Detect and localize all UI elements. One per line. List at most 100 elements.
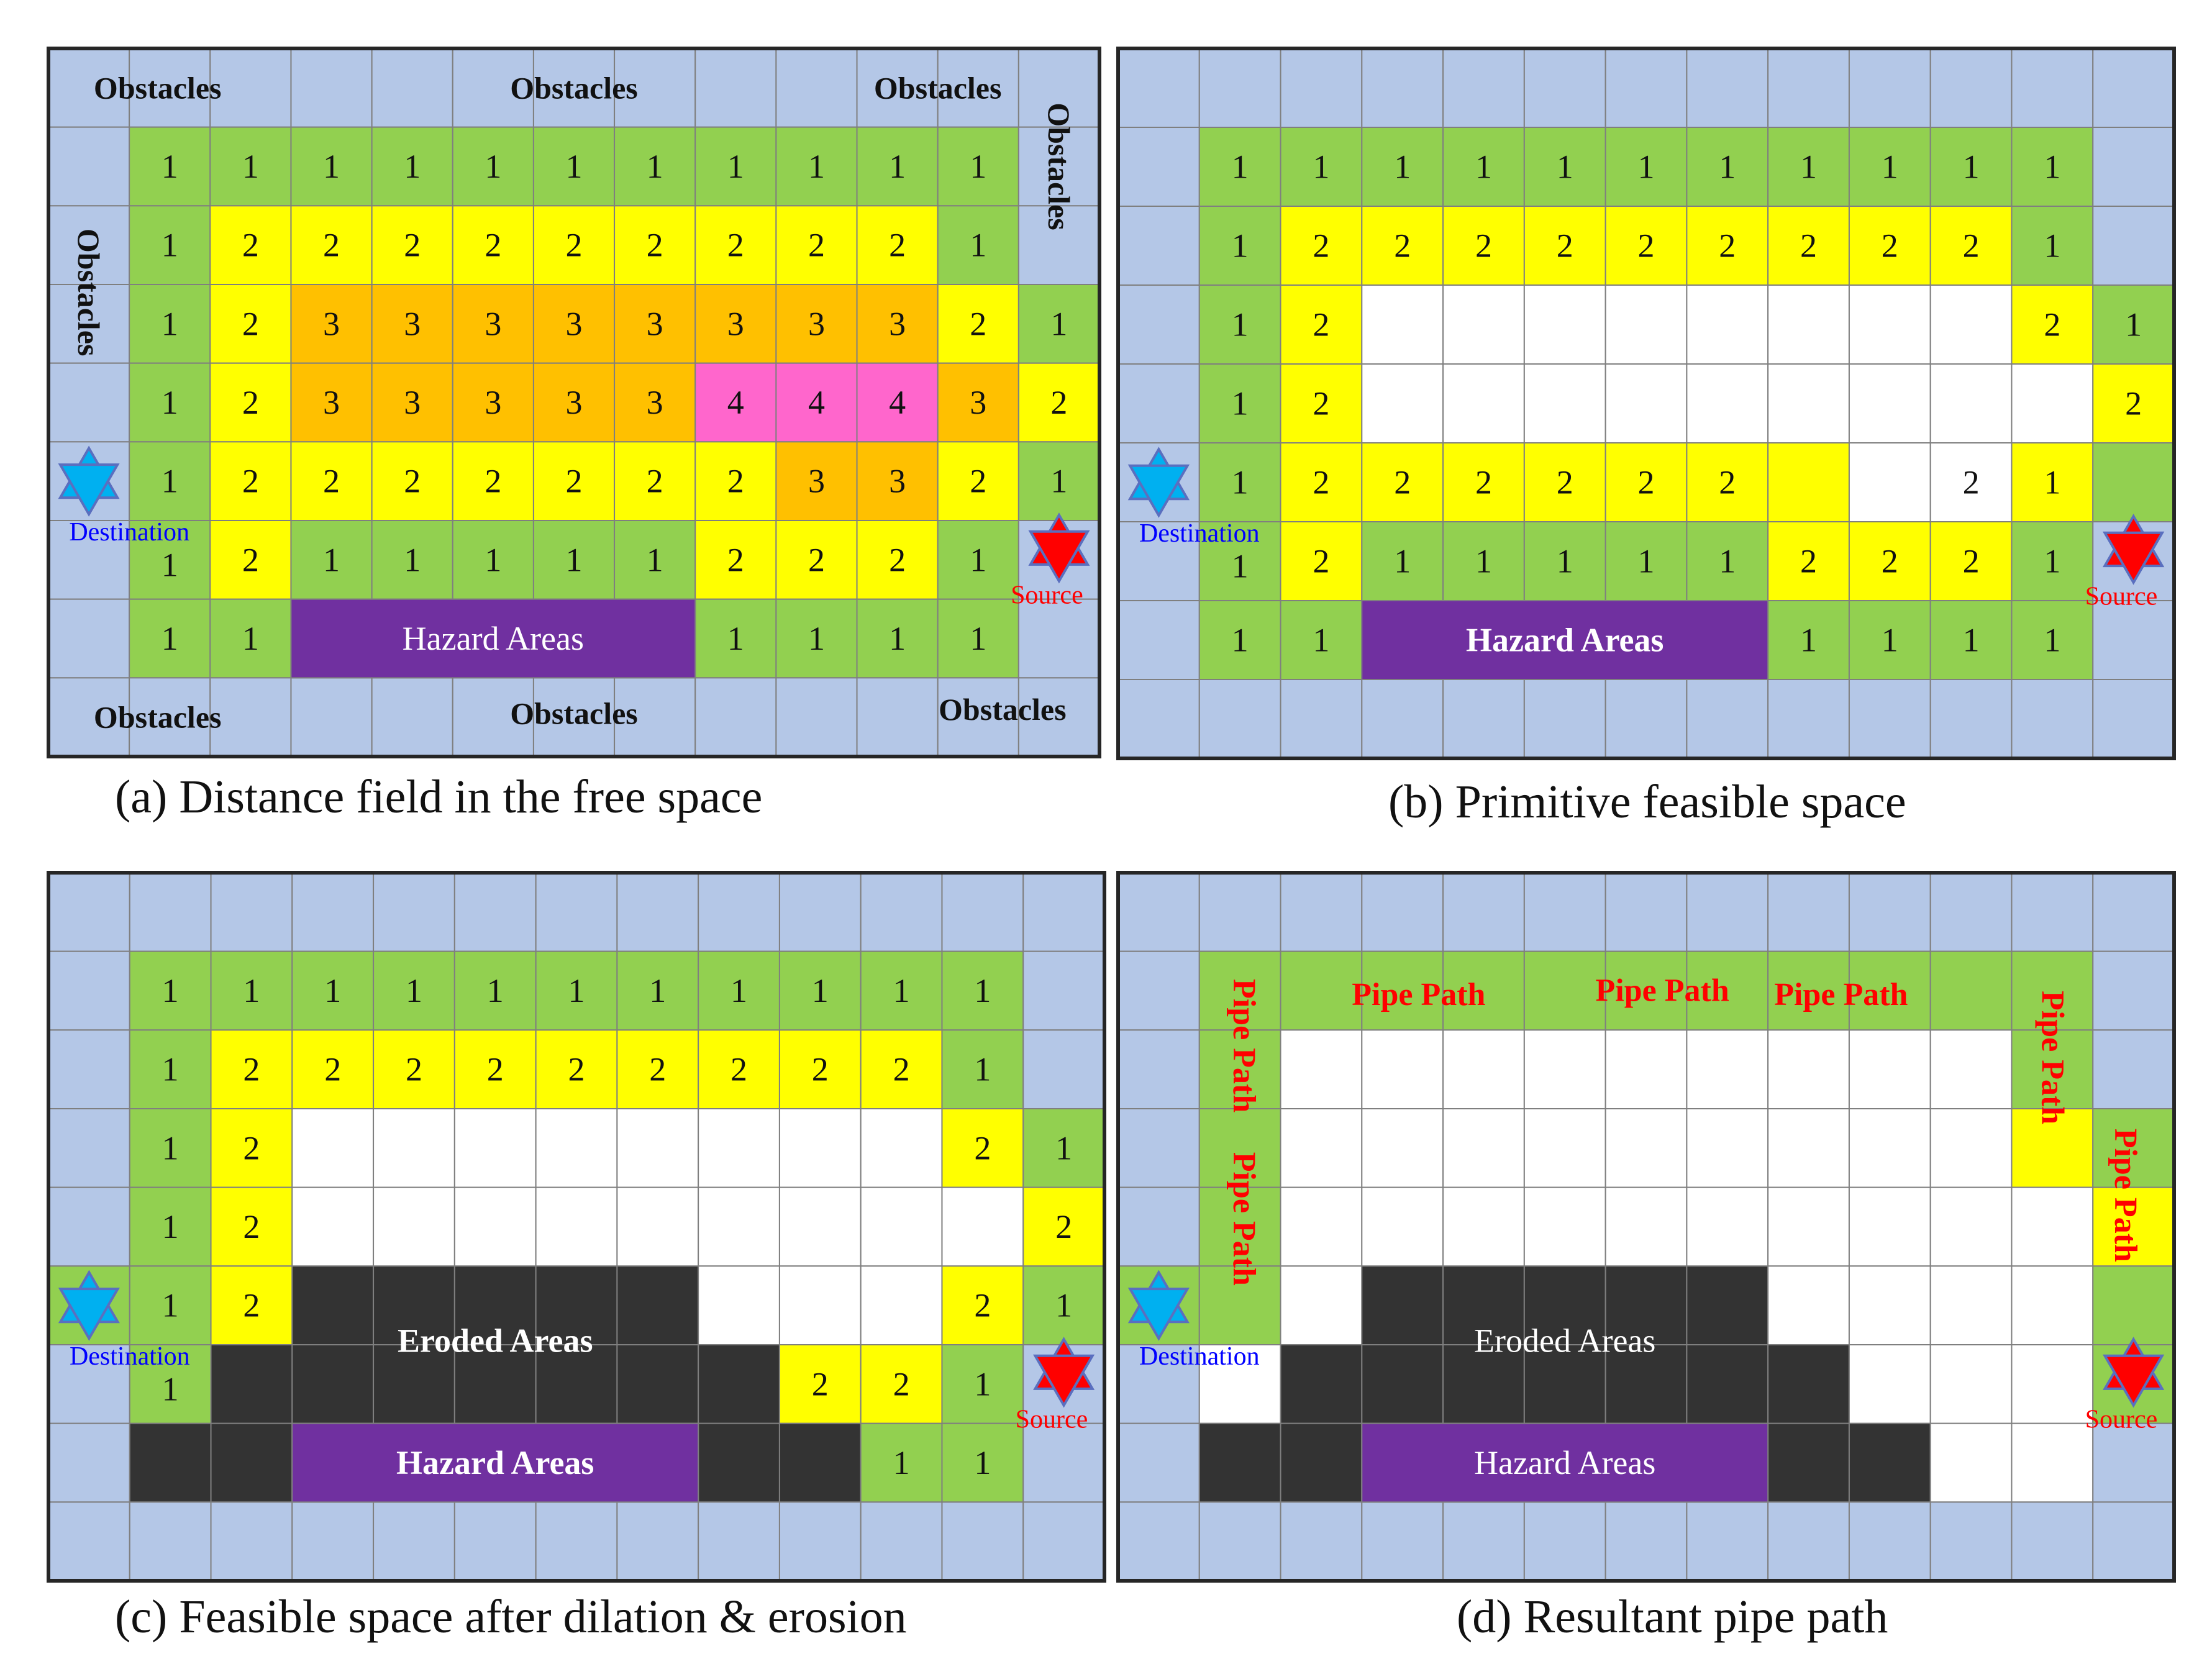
grid-cell [1604, 1265, 1688, 1345]
grid-cell [1022, 950, 1105, 1031]
grid-cell [209, 48, 292, 128]
cell-value: 1 [2125, 306, 2142, 343]
grid-cell [1686, 1108, 1769, 1188]
grid-cell [1117, 1501, 1200, 1581]
cell-value: 2 [243, 1051, 260, 1088]
grid-cell [1929, 950, 2013, 1031]
grid-cell [1198, 1344, 1281, 1424]
grid-cell [1604, 872, 1688, 952]
grid-cell [775, 284, 858, 364]
cell-value: 3 [808, 463, 825, 500]
cell-value: 2 [727, 541, 744, 578]
grid-cell [1767, 363, 1850, 443]
hazard-areas-label: Hazard Areas [1474, 1444, 1655, 1481]
grid-cell [1929, 1265, 2013, 1345]
grid-cell [941, 1265, 1024, 1345]
grid-cell [937, 48, 1019, 128]
grid-cell [1442, 950, 1525, 1031]
grid-cell [1686, 284, 1769, 365]
grid-cell [694, 520, 777, 600]
cell-value: 3 [889, 463, 906, 500]
grid-cell [2011, 1501, 2094, 1581]
grid-cell [1767, 600, 1850, 680]
cell-value: 2 [242, 463, 259, 500]
grid-cell [290, 520, 373, 600]
destination-label: Destination [1139, 519, 1260, 548]
cell-value: 1 [647, 148, 663, 185]
grid-cell [1686, 872, 1769, 952]
cell-value: 1 [323, 541, 340, 578]
grid-cell [2011, 1422, 2094, 1503]
grid-cell [1361, 363, 1444, 443]
grid-cell [1117, 1186, 1200, 1267]
grid-cell [373, 1501, 455, 1581]
grid-cell [614, 48, 696, 128]
grid-cell [129, 1501, 212, 1581]
cell-value: 2 [1638, 227, 1655, 265]
grid-cell [291, 1186, 375, 1267]
cell-value: 2 [242, 384, 259, 421]
grid-cell [1686, 1265, 1769, 1345]
grid-cell [778, 1422, 862, 1503]
obstacles-label-top-left: Obstacles [94, 70, 222, 105]
cell-value: 1 [970, 148, 986, 185]
cell-value: 2 [323, 463, 340, 500]
cell-value: 2 [974, 1287, 991, 1324]
grid-cell [210, 1108, 293, 1188]
grid-cell [778, 1501, 862, 1581]
cell-value: 2 [1800, 543, 1817, 580]
grid-cell [1848, 1108, 1931, 1188]
grid-cell [1523, 1186, 1606, 1267]
grid-cell [1280, 363, 1363, 443]
grid-cell [373, 872, 455, 952]
cell-value: 1 [1394, 148, 1411, 186]
grid-cell [1117, 48, 1200, 128]
grid-cell [1767, 1029, 1850, 1109]
grid-cell [1442, 284, 1525, 365]
cell-value: 2 [1313, 385, 1329, 422]
cell-value: 1 [1055, 1129, 1072, 1166]
grid-cell [1198, 48, 1281, 128]
grid-cell [1117, 1422, 1200, 1503]
cell-value: 1 [162, 1370, 179, 1407]
grid-cell [1280, 1186, 1363, 1267]
cell-value: 2 [404, 227, 421, 264]
grid-cell [694, 284, 777, 364]
grid-cell [1117, 206, 1200, 286]
cell-value: 1 [647, 541, 663, 578]
grid-cell [860, 1029, 943, 1109]
grid-cell [1523, 1344, 1606, 1424]
grid-cell [1604, 1029, 1688, 1109]
grid-cell [698, 1108, 780, 1188]
grid-cell [2011, 950, 2094, 1031]
grid-cell [941, 1186, 1024, 1267]
grid-cell [535, 872, 618, 952]
cell-value: 2 [2044, 306, 2060, 343]
grid-cell [1442, 206, 1525, 286]
cell-value: 1 [162, 972, 179, 1009]
grid-cell [1022, 1501, 1105, 1581]
cell-value: 1 [243, 972, 260, 1009]
grid-cell [2011, 363, 2094, 443]
grid-cell [778, 1029, 862, 1109]
source-star-icon [1028, 512, 1090, 584]
grid-cell [1929, 872, 2013, 952]
grid-cell [2092, 442, 2175, 522]
grid-cell [1361, 1501, 1444, 1581]
grid-cell [937, 284, 1019, 364]
grid-cell [698, 872, 780, 952]
grid-cell [698, 950, 780, 1031]
cell-value: 2 [1394, 227, 1411, 265]
cell-value: 1 [242, 620, 259, 657]
cell-value: 1 [1055, 1287, 1072, 1324]
grid-cell [129, 205, 211, 285]
cell-value: 3 [727, 305, 744, 342]
grid-cell [210, 1422, 293, 1503]
cell-value: 1 [324, 972, 341, 1009]
cell-value: 1 [323, 148, 340, 185]
cell-value: 1 [1394, 543, 1411, 580]
cell-value: 1 [974, 1444, 991, 1481]
grid-cell [290, 362, 373, 443]
grid-cell [1523, 363, 1606, 443]
grid-cell [1604, 950, 1688, 1031]
